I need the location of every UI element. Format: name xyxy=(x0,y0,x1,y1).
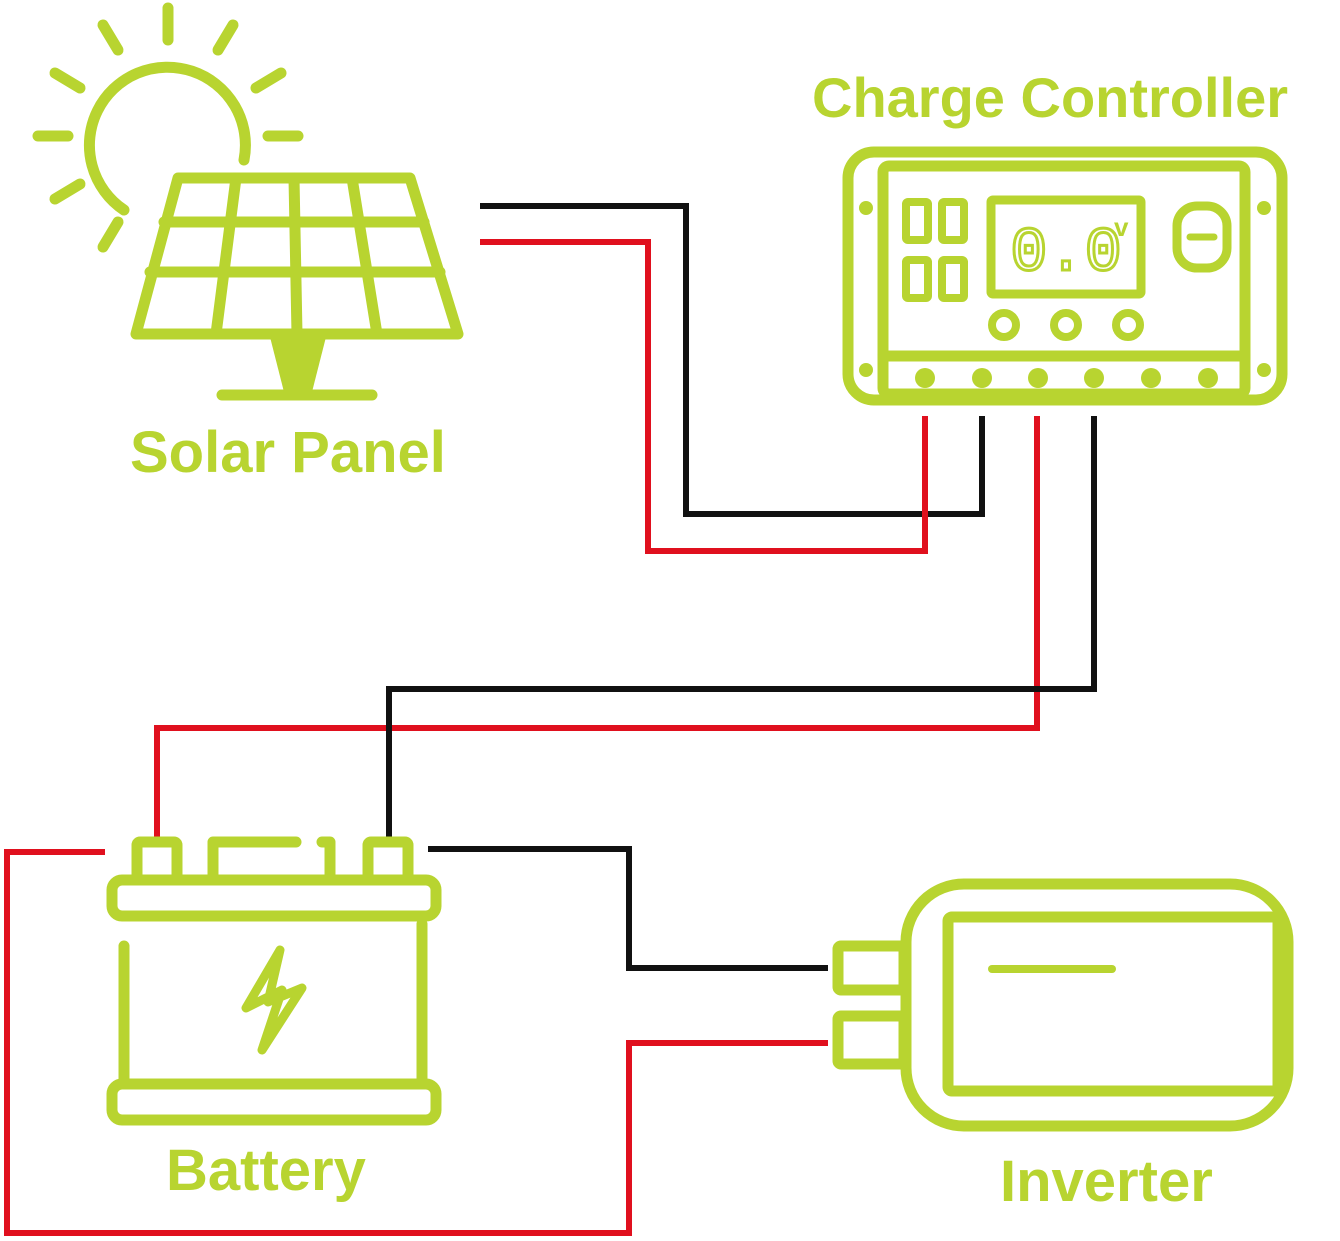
solar-positive-wire xyxy=(480,239,928,554)
inverter-icon xyxy=(832,878,1294,1132)
solar-negative-wire xyxy=(480,203,985,517)
inverter-label: Inverter xyxy=(1000,1149,1213,1214)
solar-panel-label: Solar Panel xyxy=(130,420,446,485)
display-reading: 0.0 xyxy=(1010,218,1122,289)
charge-controller-icon: 0.0 v xyxy=(842,146,1288,406)
solar-panel-icon xyxy=(130,172,464,401)
controller-display xyxy=(986,195,1146,299)
wires xyxy=(4,203,1097,1236)
charge-controller-label: Charge Controller xyxy=(812,66,1289,129)
sun-icon xyxy=(32,2,304,253)
battery-positive-wire xyxy=(154,416,1040,838)
display-unit: v xyxy=(1114,212,1129,242)
inverter-negative-wire xyxy=(428,846,828,971)
inverter-positive-wire xyxy=(4,849,828,1236)
lightning-bolt-icon xyxy=(241,945,307,1055)
battery-negative-wire xyxy=(386,416,1097,838)
battery-label: Battery xyxy=(166,1138,366,1203)
battery-icon xyxy=(106,836,442,1126)
